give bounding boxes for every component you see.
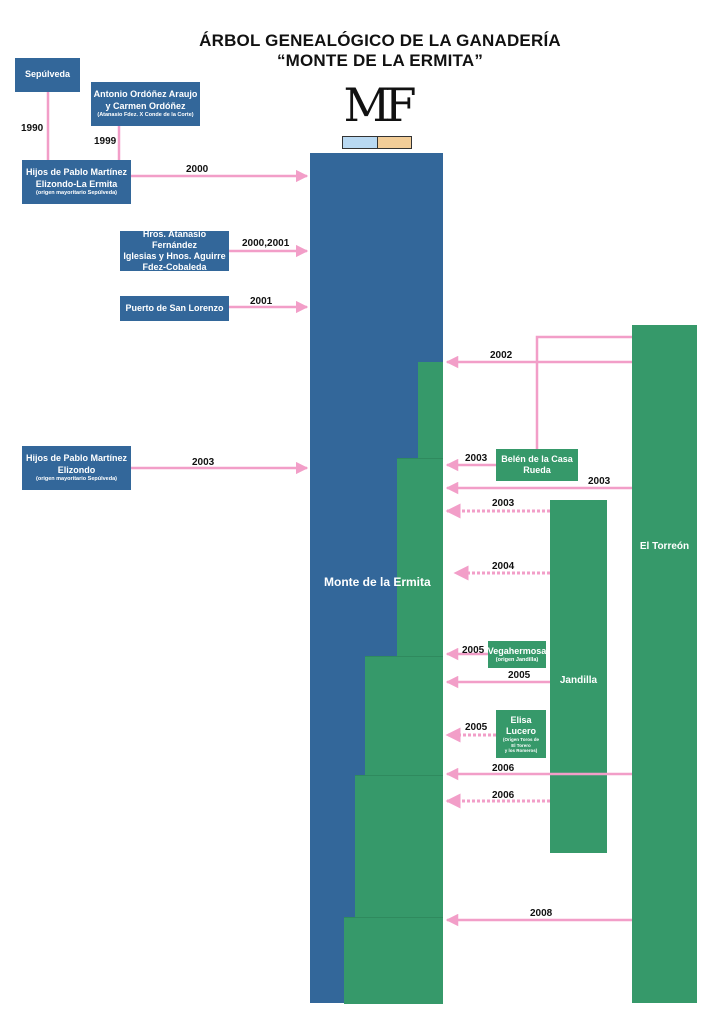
hijos-elizondo-box: Hijos de Pablo Martínez Elizondo (origen… — [22, 446, 131, 490]
year-2008: 2008 — [530, 908, 553, 919]
green-block-2002 — [418, 362, 443, 458]
hijos1-note: (origen mayoritario Sepúlveda) — [36, 189, 117, 196]
monte-de-la-ermita-label: Monte de la Ermita — [324, 575, 431, 589]
belen-line2: Rueda — [523, 465, 551, 475]
ordonez-box: Antonio Ordóñez Araujo y Carmen Ordóñez … — [91, 82, 200, 126]
hijos1-line2: Elizondo-La Ermita — [35, 178, 118, 189]
green-block-2006 — [355, 775, 443, 918]
year-2005-jandilla: 2005 — [508, 670, 531, 681]
belen-line1: Belén de la Casa — [501, 453, 573, 464]
elisa-note2: El Torero — [511, 742, 531, 748]
year-2003-dotted: 2003 — [492, 498, 515, 509]
hijos2-line2: Elizondo — [57, 464, 96, 475]
hijos2-line1: Hijos de Pablo Martínez — [25, 453, 128, 464]
year-2003-torreon: 2003 — [588, 476, 611, 487]
ordonez-line1: Antonio Ordóñez Araujo — [93, 89, 198, 100]
atanasio-line1: Hros. Atanasio Fernández — [142, 228, 207, 250]
el-torreon-label: El Torreón — [639, 541, 690, 552]
jandilla-column — [550, 500, 607, 853]
atanasio-line3: Fdez-Cobaleda — [142, 262, 207, 273]
torreon-to-belen-line — [535, 335, 632, 449]
year-2006-dotted: 2006 — [492, 790, 515, 801]
year-2002: 2002 — [490, 350, 513, 361]
logo: MF — [342, 78, 417, 150]
year-2000-2001: 2000,2001 — [242, 238, 290, 249]
elisa-note1: (Origen Toros de — [503, 737, 539, 743]
sepulveda-box: Sepúlveda — [15, 58, 80, 92]
year-2004: 2004 — [492, 561, 515, 572]
vegahermosa-note: (origen Jandilla) — [495, 656, 539, 663]
year-1990: 1990 — [21, 123, 44, 134]
ordonez-line2: y Carmen Ordóñez — [105, 100, 186, 111]
year-2003-hijos: 2003 — [192, 457, 215, 468]
year-2001: 2001 — [250, 296, 273, 307]
logo-text: MF — [343, 78, 416, 132]
page-title-line1: ÁRBOL GENEALÓGICO DE LA GANADERÍA — [199, 31, 561, 50]
elisa-line1: Elisa — [510, 714, 532, 725]
hijos-la-ermita-box: Hijos de Pablo Martínez Elizondo-La Ermi… — [22, 160, 131, 204]
puerto-label: Puerto de San Lorenzo — [125, 302, 224, 313]
year-2006-torreon: 2006 — [492, 763, 515, 774]
green-block-2005 — [365, 656, 443, 776]
elisa-note3: y los Romeros) — [504, 747, 538, 753]
year-2003-belen: 2003 — [465, 453, 488, 464]
hijos1-line1: Hijos de Pablo Martínez — [25, 167, 128, 178]
vegahermosa-label: Vegahermosa — [487, 645, 547, 656]
logo-bar-orange — [377, 136, 412, 149]
vegahermosa-box: Vegahermosa (origen Jandilla) — [488, 641, 546, 668]
ordonez-note: (Atanasio Fdez. X Conde de la Corte) — [97, 111, 194, 118]
atanasio-box: Hros. Atanasio Fernández Iglesias y Hnos… — [120, 228, 229, 273]
belen-box: Belén de la Casa Rueda — [496, 449, 578, 481]
elisa-line2: Lucero — [505, 725, 536, 736]
year-1999: 1999 — [94, 136, 117, 147]
year-2000: 2000 — [186, 164, 209, 175]
green-block-2003 — [397, 458, 443, 657]
puerto-box: Puerto de San Lorenzo — [120, 296, 229, 321]
atanasio-line2: Iglesias y Hnos. Aguirre — [123, 251, 226, 261]
hijos2-note: (origen mayoritario Sepúlveda) — [36, 475, 117, 482]
sepulveda-label: Sepúlveda — [24, 69, 71, 80]
el-torreon-column — [632, 325, 697, 1003]
page-title-line2: “MONTE DE LA ERMITA” — [276, 51, 484, 70]
year-2005-elisa: 2005 — [465, 722, 488, 733]
year-2005-vegahermosa: 2005 — [462, 645, 485, 656]
green-block-2008 — [344, 917, 443, 1004]
jandilla-label: Jandilla — [559, 675, 598, 686]
elisa-lucero-box: Elisa Lucero (Origen Toros de El Torero … — [496, 710, 546, 758]
